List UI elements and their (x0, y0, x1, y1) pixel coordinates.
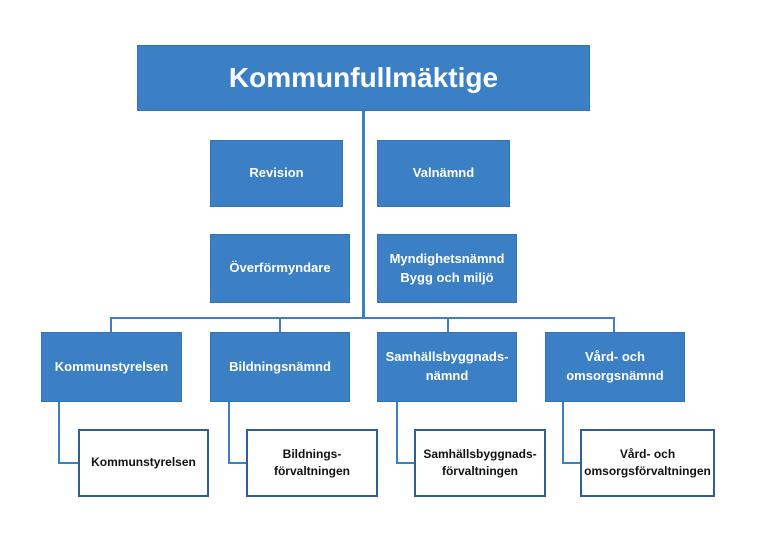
samhallsbyggnadsnamnd-sublabel: nämnd (425, 368, 469, 383)
elbow-horizontal-1 (58, 462, 80, 464)
samhallsbyggnadsforvaltningen-sublabel: förvaltningen (441, 464, 518, 478)
vard-och-omsorgsnamnd-box: Vård- och omsorgsnämnd (545, 332, 685, 402)
revision-box: Revision (210, 140, 343, 207)
overformyndare-label: Överförmyndare (229, 260, 331, 276)
kommunfullmaktige-box: Kommunfullmäktige (137, 45, 590, 111)
bildningsnamnd-box: Bildningsnämnd (210, 332, 350, 402)
bildningsforvaltningen-box: Bildnings- förvaltningen (246, 429, 378, 497)
vard-och-omsorgsnamnd-label: Vård- och (585, 349, 645, 365)
bildningsnamnd-label: Bildningsnämnd (229, 358, 331, 374)
trunk-line (362, 110, 365, 318)
vard-och-omsorgsforvaltningen-sublabel: omsorgsförvaltningen (584, 464, 711, 478)
samhallsbyggnadsforvaltningen-label: Samhällsbyggnads- (423, 446, 537, 461)
kommunstyrelsen-admin-box: Kommunstyrelsen (78, 429, 209, 497)
kommunstyrelsen-box: Kommunstyrelsen (41, 332, 182, 402)
kommunstyrelsen-label: Kommunstyrelsen (54, 358, 169, 374)
elbow-horizontal-3 (396, 462, 416, 464)
vard-och-omsorgsforvaltningen-label: Vård- och (619, 446, 676, 461)
vard-och-omsorgsnamnd-sublabel: omsorgsnämnd (566, 368, 664, 383)
vard-och-omsorgsforvaltningen-box: Vård- och omsorgsförvaltningen (580, 429, 715, 497)
elbow-vertical-1 (58, 400, 60, 464)
elbow-vertical-4 (562, 400, 564, 464)
kommunstyrelsen-admin-label: Kommunstyrelsen (91, 455, 196, 470)
myndighetsnamnd-sublabel: Bygg och miljö (400, 269, 494, 285)
bildningsforvaltningen-sublabel: förvaltningen (273, 464, 350, 478)
kommunfullmaktige-label: Kommunfullmäktige (228, 61, 499, 93)
drop-line-4 (613, 317, 615, 333)
valnamnd-box: Valnämnd (377, 140, 510, 207)
elbow-horizontal-4 (562, 462, 582, 464)
elbow-vertical-2 (228, 400, 230, 464)
elbow-horizontal-2 (228, 462, 248, 464)
bildningsforvaltningen-label: Bildnings- (282, 446, 342, 461)
samhallsbyggnadsnamnd-box: Samhällsbyggnads- nämnd (377, 332, 517, 402)
valnamnd-label: Valnämnd (412, 165, 475, 181)
samhallsbyggnadsnamnd-label: Samhällsbyggnads- (385, 349, 509, 365)
drop-line-2 (279, 317, 281, 333)
myndighetsnamnd-box: Myndighetsnämnd Bygg och miljö (377, 234, 517, 303)
overformyndare-box: Överförmyndare (210, 234, 350, 303)
elbow-vertical-3 (396, 400, 398, 464)
branch-line (110, 317, 615, 319)
myndighetsnamnd-label: Myndighetsnämnd (389, 250, 505, 266)
samhallsbyggnadsforvaltningen-box: Samhällsbyggnads- förvaltningen (414, 429, 546, 497)
drop-line-3 (447, 317, 449, 333)
drop-line-1 (110, 317, 112, 333)
revision-label: Revision (249, 165, 304, 181)
